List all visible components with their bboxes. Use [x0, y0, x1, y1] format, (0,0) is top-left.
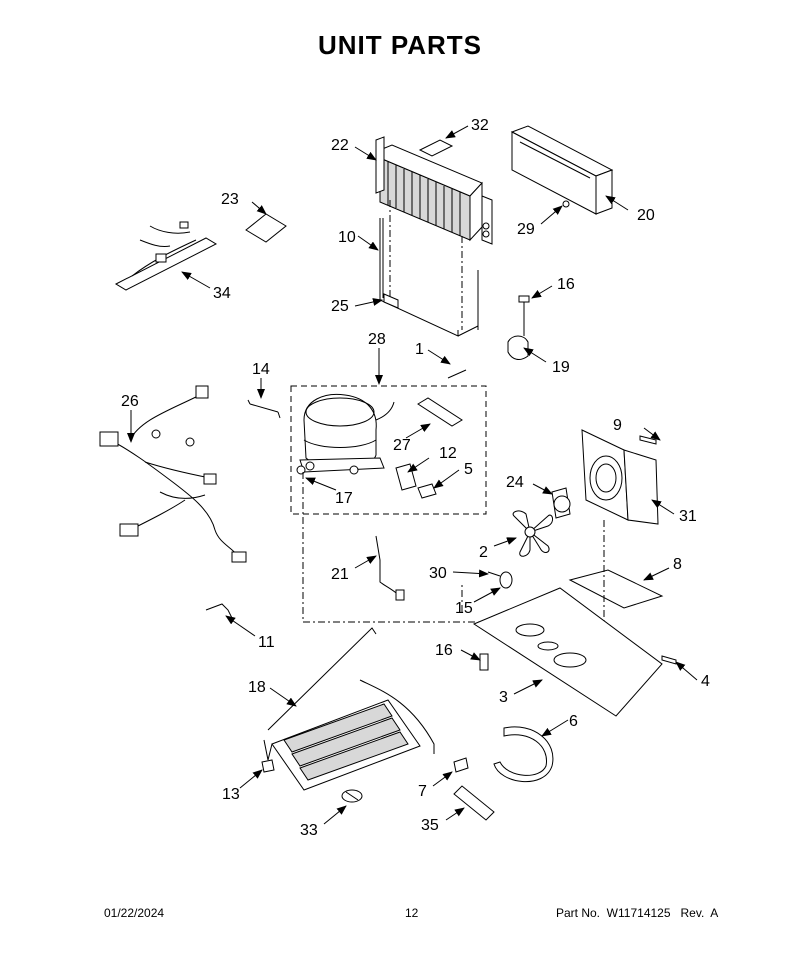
callout-4: 4 [701, 673, 710, 690]
grommet-part [499, 571, 513, 589]
page-title: UNIT PARTS [317, 30, 483, 60]
callout-30: 30 [429, 565, 447, 582]
callout-10: 10 [338, 229, 356, 246]
fitting-part [395, 589, 405, 601]
ferrule-part [453, 757, 469, 773]
callout-19: 19 [552, 359, 570, 376]
filter-drier-part [417, 397, 463, 427]
pin-part [487, 571, 501, 577]
callout-14: 14 [252, 361, 270, 378]
leader-lines [127, 125, 698, 825]
relay-part [395, 463, 417, 491]
sensor-part [341, 789, 363, 803]
callout-34: 34 [213, 285, 231, 302]
callout-25: 25 [331, 298, 349, 315]
fan-motor-part [551, 487, 571, 519]
callout-24: 24 [506, 474, 524, 491]
callout-9: 9 [613, 417, 622, 434]
cap-part [417, 483, 437, 499]
drain-tube-part [453, 785, 495, 821]
pad-part [418, 139, 454, 157]
board-part [245, 213, 287, 243]
screw-part [661, 655, 677, 665]
callout-2: 2 [479, 544, 488, 561]
callout-7: 7 [418, 783, 427, 800]
callout-1: 1 [415, 341, 424, 358]
hose-part [493, 726, 554, 782]
callout-3: 3 [499, 689, 508, 706]
housing-part [510, 125, 614, 215]
callout-23: 23 [221, 191, 239, 208]
grommet-part [296, 465, 306, 475]
bracket-part [247, 399, 281, 419]
footer-part-number: Part No. W11714125 Rev. A [556, 906, 719, 920]
screw-part [639, 435, 657, 445]
tube-part [447, 369, 467, 379]
callout-32: 32 [471, 117, 489, 134]
callout-5: 5 [464, 461, 473, 478]
callout-8: 8 [673, 556, 682, 573]
callout-26: 26 [121, 393, 139, 410]
footer-page-number: 12 [405, 906, 419, 920]
screw-part [479, 653, 489, 671]
compressor-part [299, 393, 395, 475]
callout-35: 35 [421, 817, 439, 834]
bracket-part [568, 569, 664, 609]
screw-part [562, 200, 570, 208]
callout-20: 20 [637, 207, 655, 224]
condenser-coil-part [375, 136, 493, 245]
callout-16-upper: 16 [557, 276, 575, 293]
footer-date: 01/22/2024 [104, 906, 165, 920]
fan-blade-part [512, 510, 554, 557]
callout-labels: 1 2 3 4 5 6 7 8 9 10 11 12 13 14 15 16 1… [121, 117, 710, 839]
callout-27: 27 [393, 437, 411, 454]
callout-6: 6 [569, 713, 578, 730]
callout-15: 15 [455, 600, 473, 617]
callout-31: 31 [679, 508, 697, 525]
tube-frame-part [379, 218, 479, 337]
coil-assembly-part [263, 627, 435, 791]
callout-21: 21 [331, 566, 349, 583]
compressor-kit-box [290, 385, 487, 515]
callout-29: 29 [517, 221, 535, 238]
callout-11: 11 [258, 634, 275, 651]
callout-12: 12 [439, 445, 457, 462]
wire-part [205, 603, 233, 619]
bracket-harness-part [114, 221, 218, 291]
callout-16-lower: 16 [435, 642, 453, 659]
callout-33: 33 [300, 822, 318, 839]
clamp-part [507, 295, 530, 360]
callout-22: 22 [331, 137, 349, 154]
wire-harness-part [99, 385, 247, 563]
fan-shroud-part [581, 429, 659, 525]
callout-17: 17 [335, 490, 353, 507]
callout-18: 18 [248, 679, 266, 696]
callout-28: 28 [368, 331, 386, 348]
clip-part [261, 759, 275, 773]
base-plate-part [472, 587, 663, 717]
callout-13: 13 [222, 786, 240, 803]
